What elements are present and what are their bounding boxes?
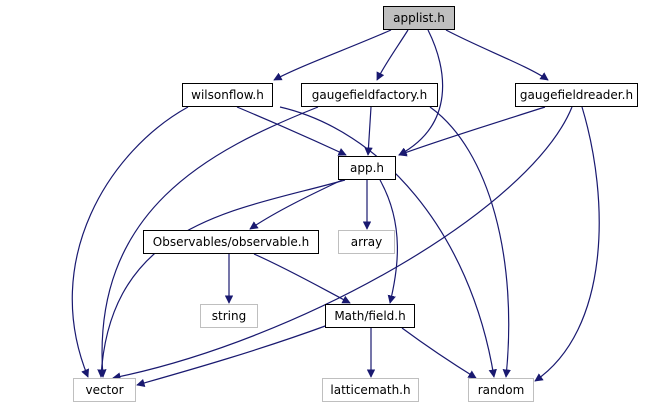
edge-app-to-observable	[249, 179, 343, 230]
node-latticemath: latticemath.h	[322, 378, 419, 402]
edge-field-to-random	[401, 327, 477, 379]
node-label: vector	[85, 383, 124, 397]
edge-wilsonflow-to-random	[279, 106, 497, 378]
node-gaugefieldfactory[interactable]: gaugefieldfactory.h	[301, 83, 438, 107]
edge-app-to-field	[379, 179, 398, 304]
node-label: gaugefieldfactory.h	[311, 88, 428, 102]
edge-gaugefieldreader-to-app	[398, 106, 546, 157]
node-label: Observables/observable.h	[152, 235, 310, 249]
edge-applist-to-wilsonflow	[273, 29, 392, 81]
edge-wilsonflow-to-vector	[71, 106, 189, 378]
edge-applist-to-gaugefieldreader	[445, 29, 549, 81]
edge-applist-to-app	[398, 29, 444, 156]
edge-gaugefieldfactory-to-vector	[98, 106, 319, 378]
edge-wilsonflow-to-app	[236, 106, 347, 156]
edge-applist-to-gaugefieldfactory	[376, 29, 409, 81]
node-app[interactable]: app.h	[338, 156, 396, 180]
edge-gaugefieldreader-to-random	[534, 106, 600, 382]
node-label: wilsonflow.h	[191, 88, 264, 102]
node-random: random	[468, 378, 534, 402]
node-gaugefieldreader[interactable]: gaugefieldreader.h	[515, 83, 638, 107]
node-wilsonflow[interactable]: wilsonflow.h	[182, 83, 273, 107]
node-label: app.h	[349, 161, 384, 175]
node-applist: applist.h	[383, 6, 455, 30]
node-vector: vector	[73, 378, 136, 402]
edge-field-to-vector	[136, 324, 329, 387]
edge-gaugefieldfactory-to-random	[429, 106, 511, 378]
node-label: random	[477, 383, 525, 397]
node-label: string	[211, 309, 247, 323]
node-label: latticemath.h	[330, 383, 411, 397]
node-observable[interactable]: Observables/observable.h	[143, 230, 319, 254]
node-field[interactable]: Math/field.h	[325, 304, 415, 328]
node-label: applist.h	[393, 11, 445, 25]
node-array: array	[338, 230, 395, 254]
node-label: gaugefieldreader.h	[519, 88, 634, 102]
node-label: array	[350, 235, 383, 249]
edge-observable-to-field	[253, 253, 351, 304]
node-string: string	[200, 304, 258, 328]
node-label: Math/field.h	[334, 309, 406, 323]
edge-gaugefieldfactory-to-app	[364, 106, 373, 156]
